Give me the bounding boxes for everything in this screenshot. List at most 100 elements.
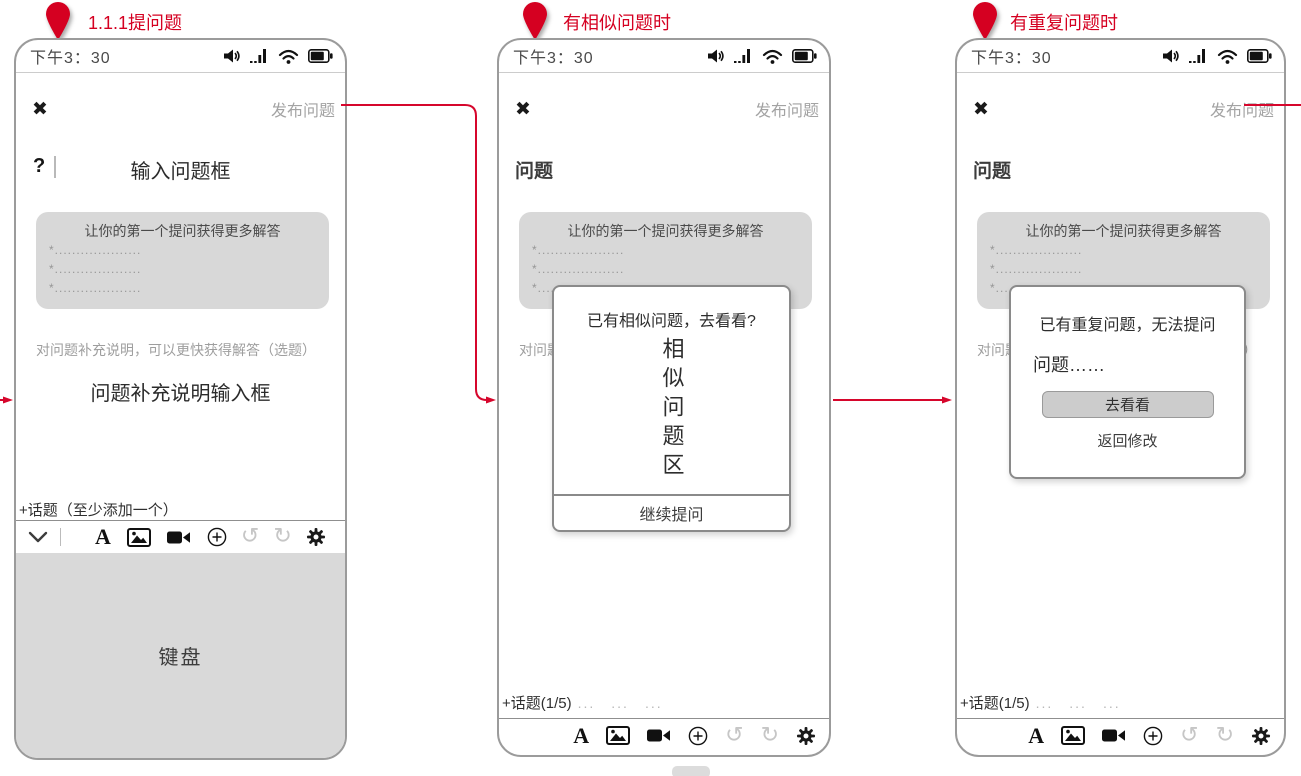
text-format-icon[interactable]: A xyxy=(1028,722,1045,748)
location-pin-icon xyxy=(523,2,547,40)
editor-toolbar: A ↺ ↻ xyxy=(16,520,345,553)
image-icon[interactable] xyxy=(606,726,631,745)
redo-icon[interactable]: ↻ xyxy=(760,722,779,748)
text-cursor xyxy=(54,156,56,178)
image-icon[interactable] xyxy=(1061,726,1086,745)
status-icons xyxy=(224,49,333,64)
speaker-icon xyxy=(708,49,724,63)
supplement-hint: 对问题补充说明，可以更快获得解答（选题） xyxy=(36,342,316,358)
close-icon[interactable]: ✖ xyxy=(32,98,48,120)
topic-count-label[interactable]: +话题(1/5) xyxy=(960,695,1030,712)
signal-icon xyxy=(734,49,750,63)
tips-line: *.................... xyxy=(532,243,625,257)
back-modify-button[interactable]: 返回修改 xyxy=(1097,433,1158,450)
video-icon[interactable] xyxy=(647,728,671,743)
collapse-keyboard-icon[interactable] xyxy=(28,531,48,543)
plus-circle-icon[interactable] xyxy=(1143,726,1163,746)
video-icon[interactable] xyxy=(166,530,191,545)
topic-count-label[interactable]: +话题(1/5) xyxy=(502,695,572,712)
battery-icon xyxy=(1247,49,1272,63)
publish-question-button[interactable]: 发布问题 xyxy=(1209,103,1274,120)
publish-question-button[interactable]: 发布问题 xyxy=(270,103,335,120)
keyboard-label: 键盘 xyxy=(158,647,203,669)
text-format-icon[interactable]: A xyxy=(573,722,590,748)
status-time: 下午3：30 xyxy=(971,50,1052,67)
video-icon[interactable] xyxy=(1102,728,1126,743)
location-pin-icon xyxy=(46,2,70,40)
editor-header: ✖ 发布问题 xyxy=(515,96,819,122)
status-time: 下午3：30 xyxy=(30,50,111,67)
battery-icon xyxy=(308,49,333,63)
image-icon[interactable] xyxy=(126,527,151,547)
phone-frame-ask-question: 下午3：30 ✖ 发布问题 ? 输入问题框 让你的第一个提问获得更多解答 *..… xyxy=(14,38,347,760)
duplicate-question-dialog: 已有重复问题，无法提问 问题…… 去看看 返回修改 xyxy=(1009,285,1246,479)
tips-line: *.................... xyxy=(49,262,142,276)
phone-frame-duplicate-question: 下午3：30 ✖ 发布问题 问题 让你的第一个提问获得更多解答 *.......… xyxy=(955,38,1286,757)
question-title: 问题 xyxy=(515,161,554,182)
go-see-button[interactable]: 去看看 xyxy=(1041,391,1214,418)
status-icons xyxy=(1163,49,1272,64)
flow-step-label-1: 1.1.1提问题 xyxy=(88,13,183,33)
close-icon[interactable]: ✖ xyxy=(515,98,531,120)
similar-questions-area[interactable]: 相似问题区 xyxy=(659,337,685,482)
flow-step-label-2: 有相似问题时 xyxy=(563,13,671,33)
redo-icon[interactable]: ↻ xyxy=(1215,722,1234,748)
undo-icon[interactable]: ↺ xyxy=(725,722,744,748)
similar-question-dialog: 已有相似问题，去看看? 相似问题区 继续提问 xyxy=(552,285,791,532)
status-bar: 下午3：30 xyxy=(16,40,345,73)
speaker-icon xyxy=(1163,49,1179,63)
battery-icon xyxy=(792,49,817,63)
add-topic-button[interactable]: +话题（至少添加一个） xyxy=(19,502,178,519)
flow-step-label-3: 有重复问题时 xyxy=(1010,13,1118,33)
tips-line: *.................... xyxy=(49,281,142,295)
plus-circle-icon[interactable] xyxy=(688,726,708,746)
wifi-icon xyxy=(1217,49,1238,64)
detail-input-placeholder[interactable]: 问题补充说明输入框 xyxy=(90,383,271,405)
keyboard-area[interactable]: 键盘 xyxy=(16,553,345,758)
question-input-placeholder[interactable]: 输入问题框 xyxy=(130,161,231,183)
dialog-title: 已有相似问题，去看看? xyxy=(587,313,756,330)
tips-title: 让你的第一个提问获得更多解答 xyxy=(84,223,281,239)
continue-ask-button[interactable]: 继续提问 xyxy=(554,494,789,530)
gear-icon[interactable] xyxy=(1251,726,1271,746)
redo-icon[interactable]: ↻ xyxy=(273,524,292,549)
add-topic-button[interactable]: +话题(1/5) ... ... ... xyxy=(502,692,663,713)
tips-line: *.................... xyxy=(990,262,1083,276)
status-bar: 下午3：30 xyxy=(957,40,1284,73)
add-topic-button[interactable]: +话题(1/5) ... ... ... xyxy=(960,692,1121,713)
close-icon[interactable]: ✖ xyxy=(973,98,989,120)
scroll-handle[interactable] xyxy=(672,766,710,776)
editor-header: ✖ 发布问题 xyxy=(32,96,335,122)
tips-title: 让你的第一个提问获得更多解答 xyxy=(1025,223,1222,239)
topic-placeholder-dots: ... ... ... xyxy=(1035,695,1121,711)
duplicate-question-preview: 问题…… xyxy=(1033,355,1105,375)
undo-icon[interactable]: ↺ xyxy=(1180,722,1199,748)
editor-toolbar: A ↺ ↻ xyxy=(957,718,1284,752)
publish-question-button[interactable]: 发布问题 xyxy=(754,103,819,120)
toolbar-divider xyxy=(60,528,61,546)
phone-frame-similar-question: 下午3：30 ✖ 发布问题 问题 让你的第一个提问获得更多解答 *.......… xyxy=(497,38,831,757)
wifi-icon xyxy=(762,49,783,64)
topic-placeholder-dots: ... ... ... xyxy=(577,695,663,711)
gear-icon[interactable] xyxy=(796,726,816,746)
tips-title: 让你的第一个提问获得更多解答 xyxy=(567,223,764,239)
text-format-icon[interactable]: A xyxy=(95,524,111,549)
plus-circle-icon[interactable] xyxy=(207,527,227,547)
question-title: 问题 xyxy=(973,161,1012,182)
speaker-icon xyxy=(224,49,240,63)
gear-icon[interactable] xyxy=(306,527,326,547)
location-pin-icon xyxy=(973,2,997,40)
undo-icon[interactable]: ↺ xyxy=(240,524,260,549)
tips-line: *.................... xyxy=(990,243,1083,257)
question-input[interactable]: ? 输入问题框 xyxy=(16,155,345,183)
signal-icon xyxy=(1189,49,1205,63)
status-icons xyxy=(708,49,817,64)
signal-icon xyxy=(250,49,266,63)
tips-line: *.................... xyxy=(49,243,142,257)
dialog-title: 已有重复问题，无法提问 xyxy=(1039,317,1216,334)
wifi-icon xyxy=(278,49,299,64)
flow-connector-phone1-to-phone2 xyxy=(341,104,496,404)
first-question-tips-panel: 让你的第一个提问获得更多解答 *.................... *..… xyxy=(36,212,329,309)
editor-toolbar: A ↺ ↻ xyxy=(499,718,829,752)
